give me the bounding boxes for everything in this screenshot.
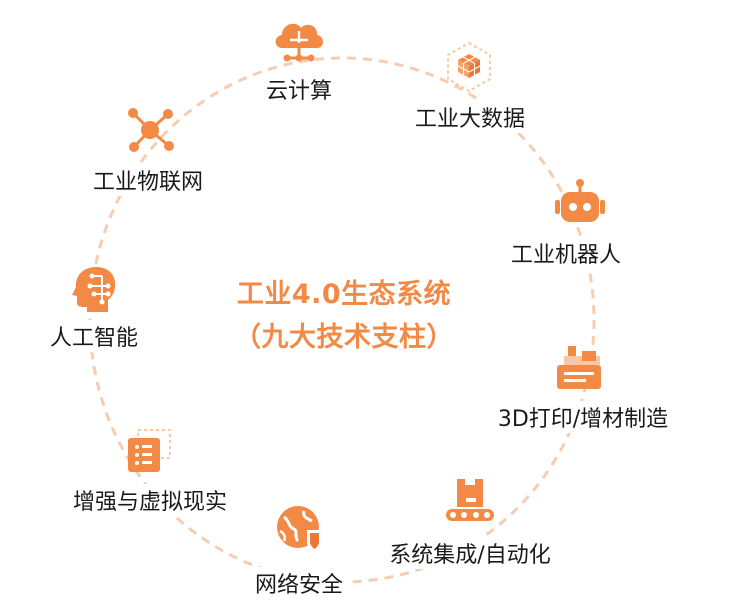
robot-head-icon — [555, 179, 605, 222]
node-label-arvr: 增强与虚拟现实 — [69, 484, 231, 516]
node-label-cloud: 云计算 — [262, 73, 336, 105]
data-cubes-icon — [447, 41, 491, 93]
3d-printer-icon — [557, 346, 601, 389]
node-label-print3d: 3D打印/增材制造 — [494, 401, 672, 433]
node-label-iot: 工业物联网 — [89, 164, 207, 196]
globe-shield-icon — [277, 506, 322, 552]
node-label-integration: 系统集成/自动化 — [386, 537, 554, 569]
iot-molecule-icon — [128, 108, 174, 152]
ar-device-icon — [128, 429, 171, 472]
diagram-subtitle: （九大技术支柱） — [234, 322, 454, 353]
node-label-ai: 人工智能 — [46, 320, 142, 352]
cloud-network-icon — [275, 23, 323, 62]
node-label-robot: 工业机器人 — [507, 237, 625, 269]
conveyor-box-icon — [446, 479, 494, 521]
ai-head-icon — [72, 267, 116, 312]
diagram-title: 工业4.0生态系统 — [236, 279, 452, 310]
node-label-security: 网络安全 — [251, 567, 347, 599]
node-label-bigdata: 工业大数据 — [411, 101, 529, 133]
